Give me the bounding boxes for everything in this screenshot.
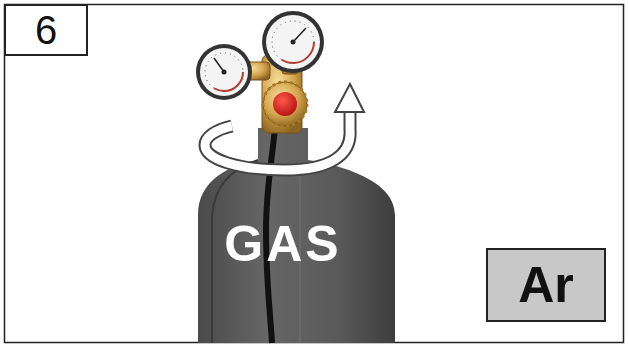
step-number: 6 xyxy=(35,10,57,50)
step-number-box: 6 xyxy=(4,4,88,56)
gas-symbol: Ar xyxy=(518,260,574,310)
cylinder-label-area: GAS xyxy=(218,212,348,276)
cylinder-text: GAS xyxy=(224,219,341,269)
gas-type-box: Ar xyxy=(486,248,606,322)
